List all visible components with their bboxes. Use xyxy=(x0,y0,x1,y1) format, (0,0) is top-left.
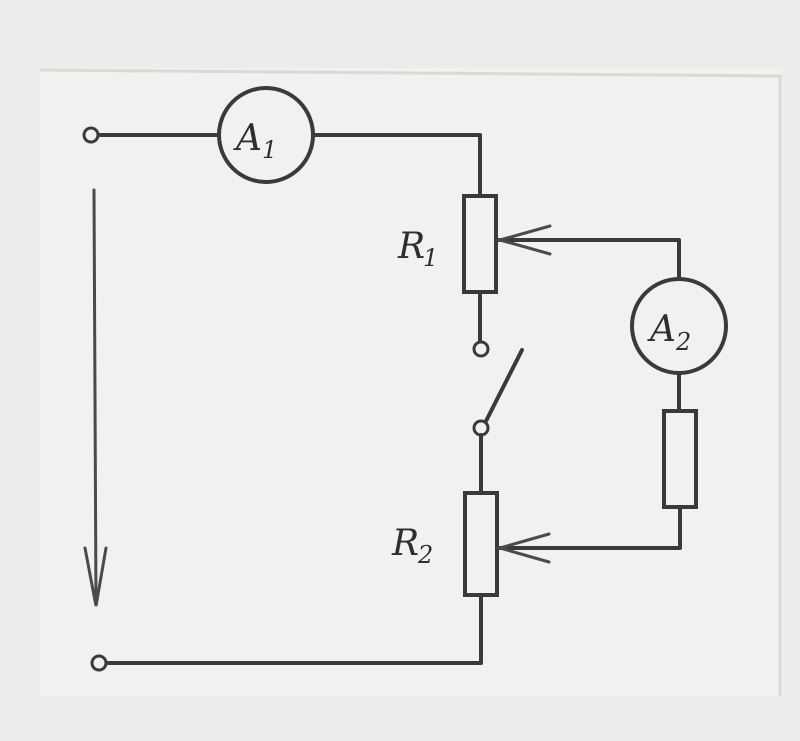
slider-r1-arrowhead xyxy=(494,224,552,256)
resistor-r2-label: R xyxy=(391,523,419,564)
ammeter-a2-label: A xyxy=(647,309,676,350)
ammeter-a1-label: A xyxy=(233,118,262,159)
voltage-arrow-shaft xyxy=(92,188,98,606)
switch-terminal-lower xyxy=(472,419,490,437)
branch-resistor xyxy=(662,409,698,509)
panel-top-edge xyxy=(39,68,783,78)
ammeter-a2-subscript: 2 xyxy=(675,328,691,356)
voltage-arrow-head xyxy=(83,546,108,607)
switch-blade xyxy=(481,348,524,429)
input-terminal-bottom xyxy=(90,654,108,672)
switch-terminal-upper xyxy=(472,340,490,358)
ammeter-a2 xyxy=(630,277,728,375)
resistor-r1-subscript: 1 xyxy=(423,244,438,272)
wire-slider-r1-to-a2 xyxy=(497,238,681,281)
resistor-r2-subscript: 2 xyxy=(417,541,433,569)
resistor-r2 xyxy=(463,491,499,597)
resistor-r1 xyxy=(462,194,498,294)
slider-r2-arrowhead xyxy=(494,532,551,564)
resistor-r1-label: R xyxy=(397,226,425,267)
wire-top-right xyxy=(311,133,482,198)
ammeter-a1 xyxy=(217,86,315,184)
diagram-panel xyxy=(40,68,782,696)
ammeter-a1-subscript: 1 xyxy=(262,136,277,164)
wire-bottom xyxy=(103,593,483,665)
input-terminal-top xyxy=(82,126,100,144)
wire-branch-to-slider-r2 xyxy=(497,505,682,550)
